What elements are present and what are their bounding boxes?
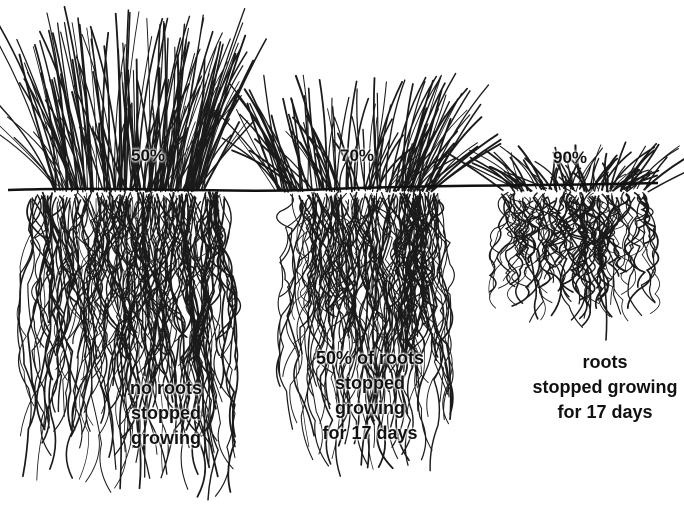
plant-2-line-3: growing <box>290 396 450 421</box>
plant-1-line-3: growing <box>96 426 236 451</box>
grass-blade-1 <box>137 80 149 190</box>
plant-3-line-2: stopped growing <box>520 375 684 400</box>
plant-2-line-2: stopped <box>290 371 450 396</box>
plant-2-line-1: 50% of roots <box>290 346 450 371</box>
plant-1-line-1: no roots <box>96 376 236 401</box>
plant-1-description: no roots stopped growing <box>96 376 236 451</box>
plant-1-percent: 50% <box>118 146 178 166</box>
grass-blade-1 <box>0 25 55 192</box>
grass-blade-2 <box>377 93 378 191</box>
grass-blade-1 <box>137 59 138 189</box>
plant-3-line-3: for 17 days <box>520 400 684 425</box>
plant-2-percent: 70% <box>327 146 387 166</box>
root-strand-3 <box>628 194 659 308</box>
plant-3-description: roots stopped growing for 17 days <box>520 350 684 425</box>
plant-3-percent: 90% <box>540 148 600 168</box>
plant-1-line-2: stopped <box>96 401 236 426</box>
plant-2-description: 50% of roots stopped growing for 17 days <box>290 346 450 446</box>
plant-2-line-4: for 17 days <box>290 421 450 446</box>
plant-3-line-1: roots <box>520 350 684 375</box>
